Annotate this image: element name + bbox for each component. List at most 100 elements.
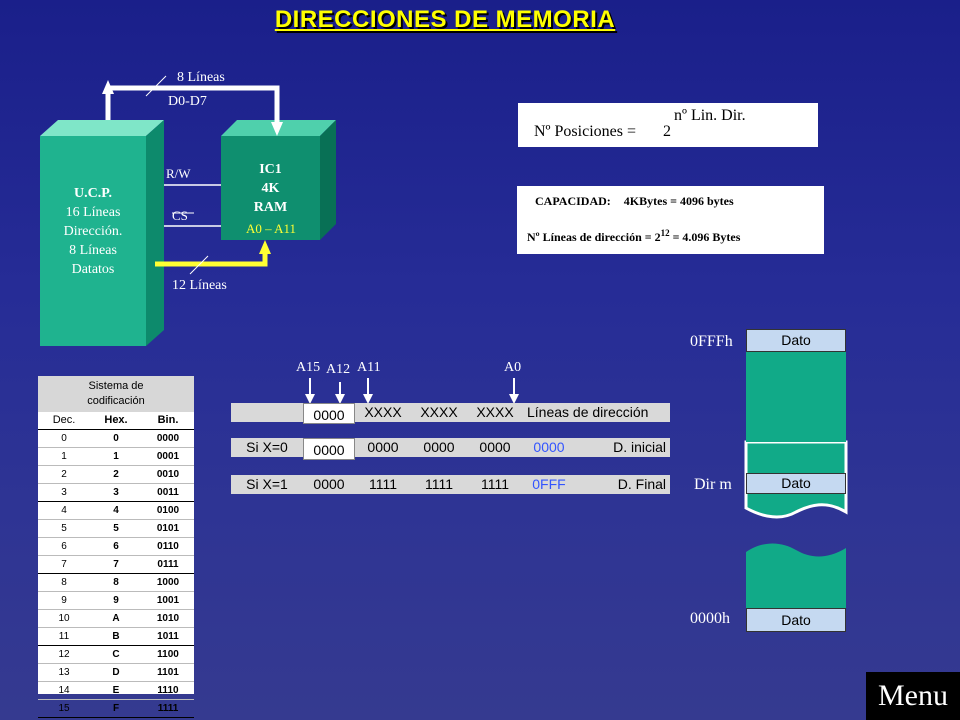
row3-c7: D. Final — [575, 475, 670, 494]
addr-row-initial: Si X=0 0000 0000 0000 0000 0000 D. inici… — [231, 438, 670, 460]
addr-row-final: Si X=1 0000 1111 1111 1111 0FFF D. Final — [231, 475, 670, 494]
dec-cell: 1 — [61, 451, 67, 462]
addr-lines-exponent: 12 — [660, 228, 670, 238]
bin-cell: 1000 — [156, 577, 180, 588]
row3-c2: 0000 — [303, 475, 355, 494]
row1-c6: Líneas de dirección — [523, 403, 670, 422]
addr-lines-bytes: = 4.096 Bytes — [672, 230, 741, 244]
col-dec: Dec. — [52, 414, 76, 426]
hex-cell: 7 — [113, 559, 119, 570]
ram-block: IC1 4K RAM — [221, 160, 320, 217]
dec-cell: 15 — [58, 703, 70, 714]
row2-c1: Si X=0 — [231, 438, 303, 457]
row1-c5: XXXX — [467, 403, 523, 422]
bin-cell: 1010 — [156, 613, 180, 624]
rw-label: R/W — [166, 166, 191, 181]
row3-c3: 1111 — [355, 475, 411, 494]
a0-label: A0 — [504, 360, 522, 375]
addr-lines-label: 12 Líneas — [172, 278, 227, 293]
data-lines-label: 8 Líneas — [177, 70, 225, 85]
coding-table-header: Dec. Hex. Bin. — [38, 412, 194, 430]
hex-cell: F — [112, 703, 120, 714]
cpu-line4: Datatos — [71, 262, 115, 277]
dec-cell: 12 — [58, 649, 70, 660]
addr-bus-arrow — [259, 240, 271, 254]
mem-bottom-addr: 0000h — [690, 610, 730, 627]
hex-cell: D — [112, 667, 120, 678]
row2-c7: D. inicial — [575, 438, 670, 457]
coding-table: Sistema de codificación Dec. Hex. Bin. 0… — [38, 376, 194, 718]
bin-cell: 0011 — [157, 487, 179, 498]
cs-label: CS — [172, 208, 188, 223]
positions-exponent: nº Lin. Dir. — [674, 107, 746, 124]
dec-cell: 3 — [61, 487, 67, 498]
mem-block-top-fill — [746, 352, 846, 442]
dec-cell: 10 — [58, 613, 70, 624]
row2-c4: 0000 — [411, 438, 467, 457]
mem-mid-addr: Dir m — [694, 476, 732, 493]
data-bus-line — [105, 85, 280, 128]
table-row: 10 A 1010 — [38, 610, 194, 628]
row3-c6: 0FFF — [523, 475, 575, 494]
bin-cell: 0010 — [156, 469, 180, 480]
row1-c3: XXXX — [355, 403, 411, 422]
row1-c4: XXXX — [411, 403, 467, 422]
row3-c4: 1111 — [411, 475, 467, 494]
hex-cell: 8 — [113, 577, 119, 588]
mem-top-addr: 0FFFh — [690, 333, 733, 350]
ram-addr-pins: A0 – A11 — [245, 221, 297, 236]
capacity-label: CAPACIDAD: — [535, 194, 611, 208]
ram-type: RAM — [253, 200, 288, 215]
data-bus-arrow-down — [271, 122, 283, 136]
bin-cell: 1001 — [156, 595, 180, 606]
coding-table-title: Sistema de codificación — [38, 376, 194, 412]
hex-cell: A — [112, 613, 120, 624]
bin-cell: 0001 — [156, 451, 180, 462]
a11-arrow-head — [363, 394, 373, 404]
table-row: 7 7 0111 — [38, 556, 194, 574]
menu-button[interactable]: Menu — [866, 672, 960, 720]
ram-side-face — [320, 120, 336, 240]
hex-cell: C — [112, 649, 120, 660]
row1-c2: 0000 — [303, 403, 355, 424]
dec-cell: 5 — [61, 523, 67, 534]
page-title: DIRECCIONES DE MEMORIA — [274, 6, 616, 33]
cpu-side-face — [146, 120, 164, 346]
dec-cell: 7 — [61, 559, 67, 570]
row1-c1 — [231, 403, 303, 422]
mem-cell-top: Dato — [746, 329, 846, 352]
row2-c6: 0000 — [523, 438, 575, 457]
a0-arrow-head — [509, 394, 519, 404]
a12-arrow-head — [335, 394, 345, 404]
dec-cell: 13 — [58, 667, 70, 678]
row2-c3: 0000 — [355, 438, 411, 457]
bin-cell: 1100 — [157, 649, 179, 660]
table-row: 12 C 1100 — [38, 646, 194, 664]
col-hex: Hex. — [104, 414, 128, 426]
cpu-front-face — [40, 136, 146, 346]
hex-cell: 5 — [113, 523, 119, 534]
addr-bus-slash — [189, 255, 209, 275]
dec-cell: 0 — [61, 433, 67, 444]
table-row: 3 3 0011 — [38, 484, 194, 502]
data-bus-label: D0-D7 — [168, 94, 207, 109]
addr-lines-formula: Nº Líneas de dirección = 2 — [527, 230, 661, 244]
addr-row-template: 0000 XXXX XXXX XXXX Líneas de dirección — [231, 403, 670, 424]
hex-cell: 3 — [113, 487, 119, 498]
ram-size: 4K — [261, 181, 280, 196]
cpu-block: U.C.P. 16 Líneas Dirección. 8 Líneas Dat… — [40, 184, 146, 279]
data-bus-slash — [145, 75, 167, 97]
a12-label: A12 — [326, 362, 351, 377]
bin-cell: 0111 — [157, 559, 179, 570]
